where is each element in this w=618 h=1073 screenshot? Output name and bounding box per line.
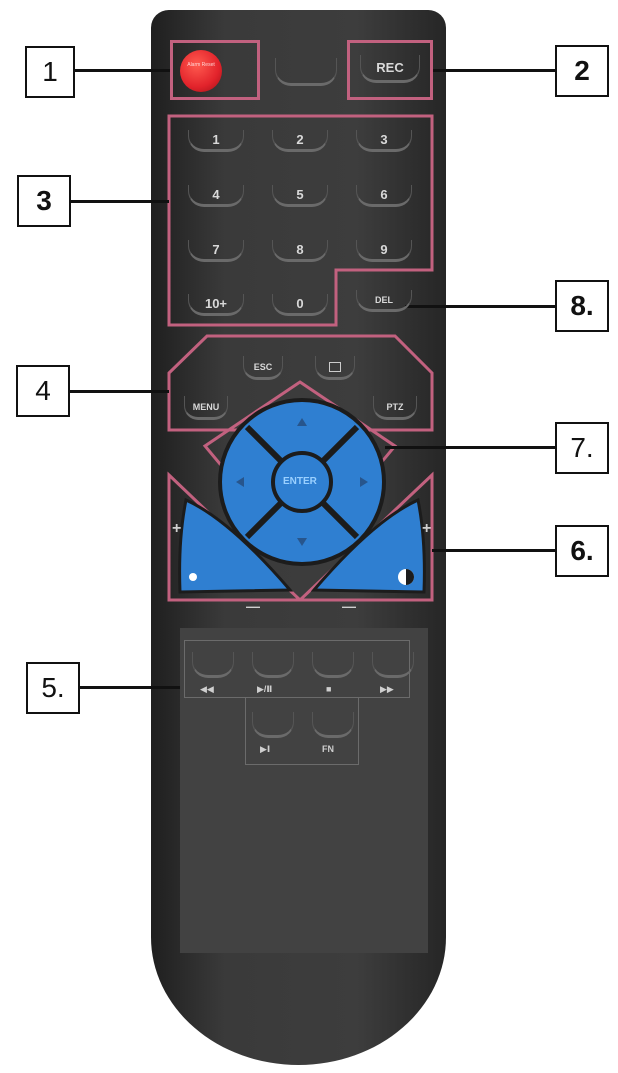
callout-8: 8.	[555, 280, 609, 332]
callout-1: 1	[25, 46, 75, 98]
callout-7: 7.	[555, 422, 609, 474]
menu-button[interactable]: MENU	[184, 396, 228, 420]
multiscreen-button[interactable]	[315, 356, 355, 380]
dpad-down[interactable]	[272, 522, 332, 562]
contrast-paddle	[310, 497, 426, 594]
stop-label: ■	[326, 684, 332, 694]
leader-line-8	[405, 305, 555, 308]
stop-button[interactable]	[312, 652, 354, 678]
leader-line-5	[80, 686, 184, 689]
brightness-minus: —	[246, 598, 260, 614]
frame-step-label: ▶Ⅰ	[260, 744, 271, 754]
down-arrow-icon	[297, 538, 307, 546]
power-button[interactable]: Alarm Reset	[180, 50, 222, 92]
fn-label: FN	[322, 744, 334, 754]
fn-button[interactable]	[312, 712, 354, 738]
highlight-nav	[167, 334, 434, 432]
highlight-rec	[347, 40, 433, 100]
leader-line-3	[71, 200, 169, 203]
enter-label: ENTER	[283, 476, 317, 487]
play-pause-label: ▶/Ⅱ	[257, 684, 273, 694]
fast-forward-button[interactable]	[372, 652, 414, 678]
esc-button[interactable]: ESC	[243, 356, 283, 380]
leader-line-6	[432, 549, 555, 552]
leader-line-4	[70, 390, 169, 393]
callout-2: 2	[555, 45, 609, 97]
rewind-button[interactable]	[192, 652, 234, 678]
left-arrow-icon	[236, 477, 244, 487]
brightness-paddle	[178, 497, 294, 594]
up-arrow-icon	[297, 418, 307, 426]
playback-panel	[180, 628, 428, 953]
rewind-label: ◀◀	[200, 684, 214, 694]
right-arrow-icon	[360, 477, 368, 487]
contrast-icon-half	[406, 569, 414, 585]
contrast-minus: —	[342, 598, 356, 614]
leader-line-2	[433, 69, 555, 72]
brightness-plus: +	[172, 520, 182, 537]
callout-3: 3	[17, 175, 71, 227]
power-button-label: Alarm Reset	[187, 62, 215, 68]
frame-step-button[interactable]	[252, 712, 294, 738]
dpad-up[interactable]	[272, 402, 332, 442]
blank-top-button[interactable]	[275, 58, 337, 86]
play-pause-button[interactable]	[252, 652, 294, 678]
enter-button	[271, 451, 333, 513]
callout-4: 4	[16, 365, 70, 417]
fast-forward-label: ▶▶	[380, 684, 394, 694]
leader-line-7	[385, 446, 555, 449]
rec-button[interactable]: REC	[360, 55, 420, 83]
highlight-keypad	[167, 114, 434, 327]
highlight-power	[170, 40, 260, 100]
contrast-plus: +	[422, 520, 432, 537]
callout-5: 5.	[26, 662, 80, 714]
leader-line-1	[75, 69, 170, 72]
ptz-button[interactable]: PTZ	[373, 396, 417, 420]
dpad-right[interactable]	[342, 452, 382, 512]
multiscreen-icon	[329, 362, 341, 372]
callout-6: 6.	[555, 525, 609, 577]
brightness-icon	[189, 573, 197, 581]
playback-outline-lower	[245, 697, 359, 765]
dpad-left[interactable]	[222, 452, 262, 512]
